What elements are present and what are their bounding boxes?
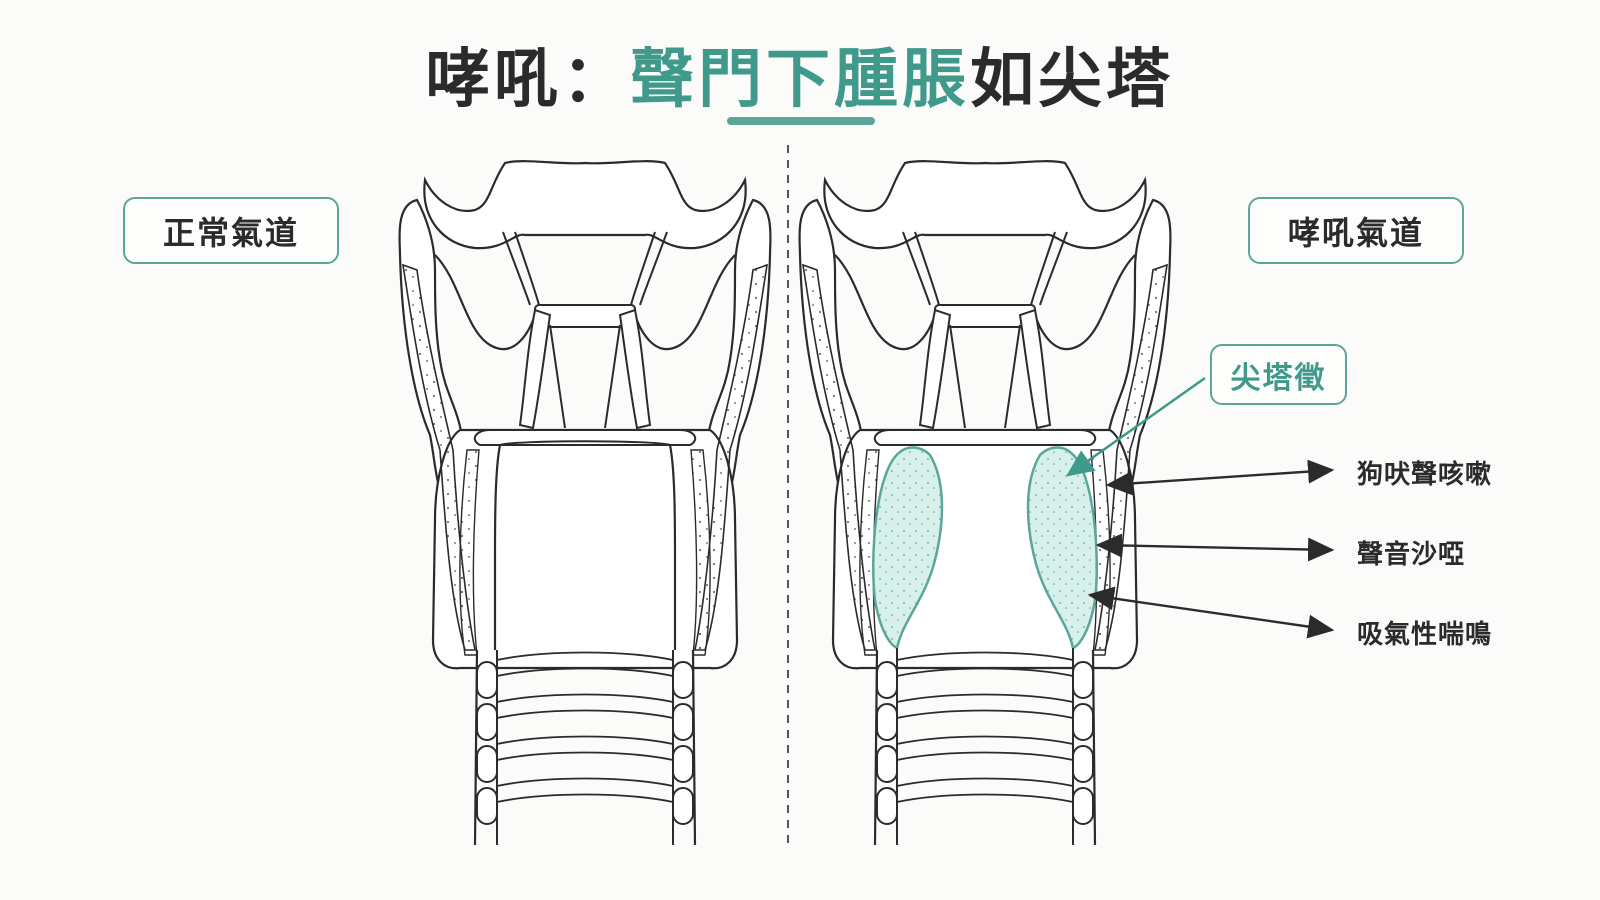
croup-airway-label: 哮吼氣道	[1248, 197, 1464, 264]
normal-subglottic-wall	[493, 444, 677, 650]
steeple-sign-label: 尖塔徵	[1210, 344, 1347, 405]
page-title: 哮吼：聲門下腫脹如尖塔	[0, 28, 1600, 120]
symptom-barking-cough: 狗吠聲咳嗽	[1357, 460, 1493, 490]
title-underline	[727, 117, 875, 125]
title-suffix: 如尖塔	[970, 43, 1174, 117]
croup-larynx	[798, 160, 1172, 847]
symptom-arrow-2	[1095, 533, 1335, 562]
title-prefix: 哮吼：	[426, 43, 630, 117]
title-highlight: 聲門下腫脹	[630, 43, 970, 117]
symptom-hoarseness: 聲音沙啞	[1357, 540, 1466, 570]
steeple-pointer	[1065, 376, 1206, 477]
normal-airway-label: 正常氣道	[123, 197, 339, 264]
symptom-stridor: 吸氣性喘鳴	[1357, 620, 1493, 650]
symptom-arrow-3	[1087, 586, 1335, 639]
left-swelling	[872, 446, 944, 650]
normal-larynx	[398, 160, 772, 847]
symptom-arrow-1	[1105, 459, 1335, 496]
